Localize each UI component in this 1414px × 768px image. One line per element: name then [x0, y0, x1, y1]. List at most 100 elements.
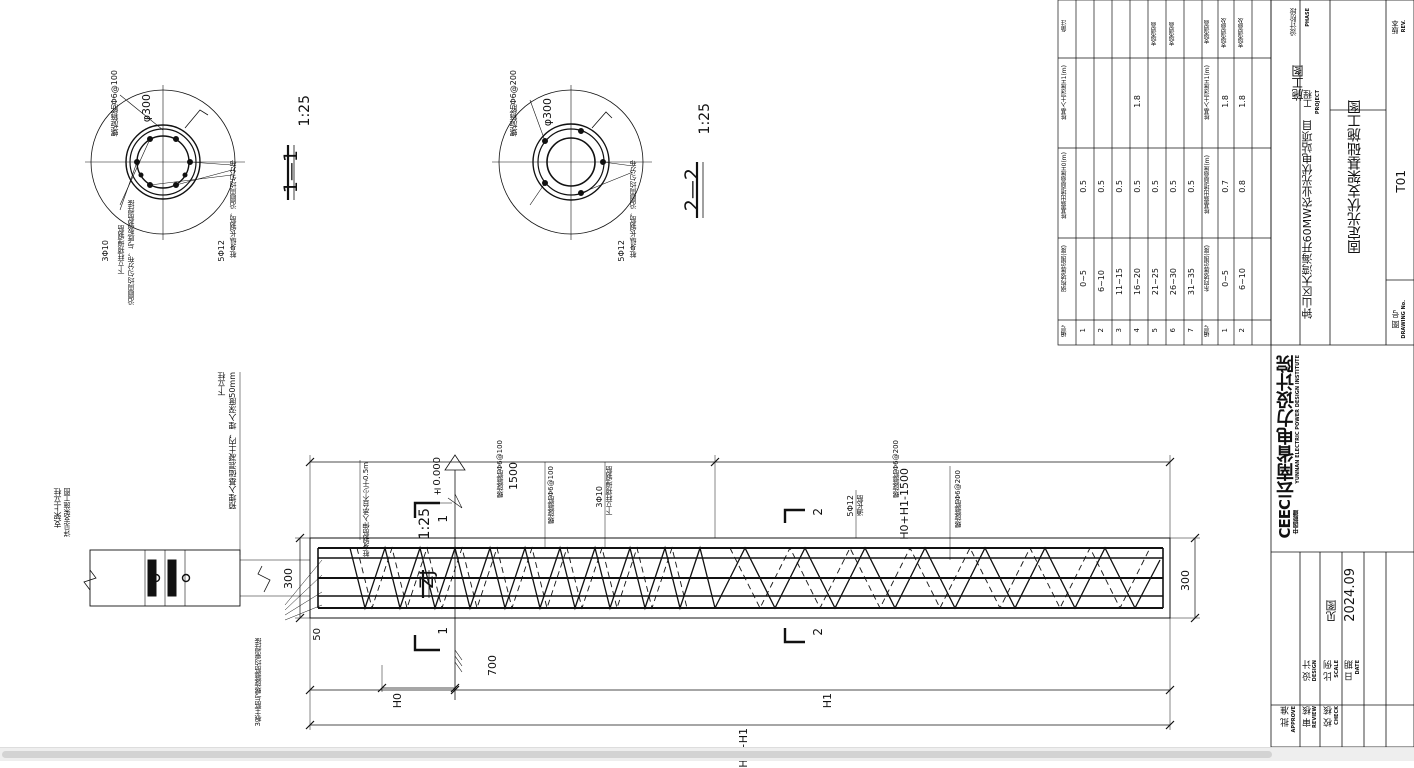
scale-value: 见图	[1325, 600, 1338, 622]
elev-mark1-top: 1	[436, 515, 450, 523]
section1-bar-b-label: 5Φ12	[217, 240, 226, 262]
rev-label-en: REV.	[1401, 20, 1407, 33]
elev-joint-label: 3根主筋与螺旋箍筋均需焊接	[254, 638, 262, 727]
tbl-r4-2: 0.5	[1133, 180, 1142, 193]
scale-label: 比 例	[1324, 660, 1334, 681]
section1-scale: 1:25	[297, 95, 313, 127]
tbl-r5-2: 0.5	[1151, 180, 1160, 193]
tbl-s2-0: 2	[1238, 328, 1246, 333]
tbl-h1-1: 钢构坡度范围(度)	[1061, 245, 1068, 292]
elev-1500: 1500	[507, 462, 520, 490]
tbl-r4-3: 1.8	[1133, 95, 1142, 108]
tbl-h2-2: 桩基露出地面高度(m)	[1204, 155, 1211, 214]
tbl-r7-1: 31~35	[1187, 268, 1196, 296]
elev-bar3b: 下立柱预埋钢筋	[605, 466, 613, 515]
company-name: 云南省电力设计院	[1276, 355, 1297, 499]
tbl-r5-0: 5	[1151, 328, 1159, 333]
drawing-title: 固定光伏支架基础施工图	[1347, 100, 1363, 254]
tbl-s2-2: 0.8	[1238, 180, 1247, 193]
elev-50: 50	[312, 628, 323, 641]
drawing-no-label: 图 号	[1391, 310, 1400, 329]
pile-table	[1057, 0, 1272, 346]
elev-lower-label2: 预埋入基础混凝土内，埋入深度50mm	[228, 372, 237, 510]
tbl-r5-1: 21~25	[1151, 268, 1160, 296]
elev-mark2-top: 2	[811, 508, 825, 516]
section1-stirrup-label: 螺旋箍筋Φ6@100	[110, 70, 119, 137]
section2-dia-label: φ300	[541, 98, 554, 127]
check-label-en: CHECK	[1334, 706, 1340, 725]
rev-label: 版本	[1391, 20, 1399, 34]
tbl-r7-0: 7	[1187, 328, 1195, 333]
elev-mark1-bot: 1	[436, 627, 450, 635]
date-label: 日 期	[1345, 660, 1355, 681]
elev-bar5: 5Φ12	[846, 495, 855, 517]
tbl-r2-1: 6~10	[1097, 270, 1106, 292]
tbl-r1-2: 0.5	[1079, 180, 1088, 193]
elev-title: ZJ	[416, 570, 438, 589]
elev-bar3: 3Φ10	[595, 486, 604, 508]
tbl-r5-4: 支架调高	[1151, 22, 1158, 46]
tbl-r6-2: 0.5	[1169, 180, 1178, 193]
tbl-s1-0: 1	[1221, 328, 1229, 333]
tbl-r2-2: 0.5	[1097, 180, 1106, 193]
tbl-s1-2: 0.7	[1221, 180, 1230, 193]
elev-stirrup1-top: 螺旋箍筋Φ6@100	[496, 440, 504, 499]
phase-label-en: PHASE	[1305, 8, 1311, 27]
section1-bar-a-label: 3Φ10	[101, 240, 110, 262]
section1-bar-b2-label: 桩身纵长钢筋，沿圆周均匀分布	[229, 160, 237, 258]
check-label: 校 核	[1324, 706, 1334, 727]
drawing-canvas	[83, 0, 1414, 747]
approve-label: 批 准	[1281, 706, 1291, 727]
drawing-no-label-en: DRAWING No.	[1401, 300, 1407, 339]
tbl-s1-4: 支架调高及	[1221, 18, 1228, 48]
pile-elevation	[83, 372, 1200, 730]
date-value: 2024.09	[1343, 568, 1358, 622]
section2-bar-b-label: 5Φ12	[617, 240, 626, 262]
elev-h0: H0	[391, 693, 404, 709]
project-label-en: PROJECT	[1315, 90, 1321, 115]
tbl-r3-0: 3	[1115, 328, 1123, 333]
tbl-h1-4: 备注	[1061, 20, 1068, 32]
tbl-r4-1: 16~20	[1133, 268, 1142, 296]
elev-300-left: 300	[282, 568, 295, 589]
section2-scale: 1:25	[697, 103, 713, 135]
section1-bar-a2-label: 下立柱预埋钢筋	[117, 225, 125, 274]
tbl-r6-1: 26~30	[1169, 268, 1178, 296]
scrollbar-thumb[interactable]	[2, 751, 1272, 758]
elev-bar5b: 通长筋	[856, 495, 864, 516]
section2-bar-b2-label: 桩身纵长钢筋，沿圆周均匀分布	[629, 160, 637, 258]
elev-lower-label: 下立柱	[217, 372, 226, 396]
section2-title: 2—2	[681, 168, 703, 212]
tbl-r4-0: 4	[1133, 328, 1141, 333]
elev-stirrup2: 螺旋箍筋Φ6@200	[954, 470, 962, 529]
tbl-r1-1: 0~5	[1079, 270, 1088, 287]
elev-300-right: 300	[1179, 570, 1192, 591]
tbl-h2-1: 东向坡度范围(度)	[1204, 245, 1211, 292]
tbl-h2-0: 编号	[1204, 325, 1211, 337]
elev-h1: H1	[821, 693, 834, 709]
company-name-en: YUNNAN ELECTRIC POWER DESIGN INSTITUTE	[1295, 355, 1301, 484]
elev-h0h1-1500: H0+H1-1500	[898, 468, 911, 540]
elev-mark2-bot: 2	[811, 628, 825, 636]
tbl-r6-4: 支架调高	[1169, 22, 1176, 46]
tbl-s1-1: 0~5	[1221, 270, 1230, 287]
tbl-r3-1: 11~15	[1115, 268, 1124, 296]
section2-stirrup-label: 螺旋箍筋Φ6@200	[509, 70, 518, 137]
tbl-s2-4: 支架调高及	[1238, 18, 1245, 48]
elev-stirrup1: 螺旋箍筋Φ6@100	[547, 466, 555, 525]
date-label-en: DATE	[1355, 660, 1361, 675]
tbl-r6-0: 6	[1169, 328, 1177, 333]
elev-700: 700	[486, 655, 499, 676]
phase-value: 施工图	[1291, 65, 1305, 101]
tbl-s2-1: 6~10	[1238, 268, 1247, 290]
tbl-r7-2: 0.5	[1187, 180, 1196, 193]
section-1-1	[85, 85, 295, 240]
drawing-no-value: T01	[1394, 170, 1408, 193]
company-logo: CEEC	[1276, 500, 1294, 539]
project-label: 工程	[1304, 90, 1314, 108]
section-2-2	[492, 85, 704, 240]
horizontal-scrollbar[interactable]	[0, 747, 1414, 761]
tbl-r1-0: 1	[1079, 328, 1087, 333]
scale-label-en: SCALE	[1334, 660, 1340, 678]
section1-title: 1—1	[280, 150, 302, 194]
